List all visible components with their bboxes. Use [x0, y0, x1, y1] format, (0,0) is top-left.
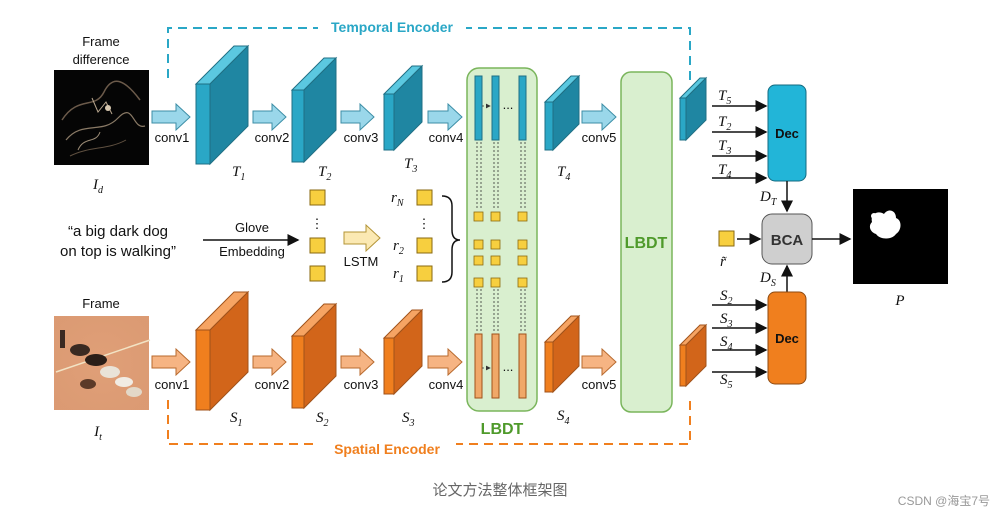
decoder-input-t5: T5	[718, 88, 731, 107]
temporal-block-t4	[543, 74, 581, 152]
decoder-input-s3: S3	[720, 311, 733, 330]
temporal-conv3-arrow	[340, 102, 375, 132]
spatial-conv1-arrow	[151, 347, 191, 377]
csdn-watermark: CSDN @海宝7号	[898, 493, 990, 508]
spatial-feature-s2: S2	[316, 410, 329, 429]
prediction-label: P	[894, 293, 904, 309]
temporal-conv3-label: conv3	[344, 130, 379, 145]
bca-label: BCA	[771, 232, 804, 249]
word-feature-rN: rN	[391, 190, 405, 209]
input-var-it: It	[93, 424, 102, 443]
decoder-input-s4: S4	[720, 334, 733, 353]
temporal-block-t2	[290, 56, 338, 164]
word-feature-global	[718, 230, 735, 247]
temporal-conv1-label: conv1	[155, 130, 190, 145]
temporal-feature-t1: T1	[232, 164, 245, 183]
lbdt-label-1: LBDT	[481, 421, 524, 438]
spatial-feature-s4: S4	[557, 408, 570, 427]
temporal-block-t5	[678, 76, 708, 142]
temporal-feature-t3: T3	[404, 156, 417, 175]
spatial-decoder-inputs	[712, 299, 768, 378]
spatial-conv3-label: conv3	[344, 377, 379, 392]
decoder-input-s2: S2	[720, 288, 733, 307]
decoder-input-t2: T2	[718, 114, 731, 133]
spatial-block-s3	[382, 308, 424, 396]
decoder-input-t4: T4	[718, 162, 731, 181]
temporal-decoder-label: Dec	[775, 126, 799, 141]
spatial-decoder	[767, 291, 807, 385]
temporal-feature-t4: T4	[557, 164, 570, 183]
spatial-conv5-label: conv5	[582, 377, 617, 392]
temporal-decoder-inputs	[712, 100, 768, 184]
frame-difference-image	[54, 70, 149, 165]
word-feature-r1: r1	[393, 266, 404, 285]
decoder-input-t3: T3	[718, 138, 731, 157]
svg-text:...: ...	[503, 97, 514, 112]
frame-difference-label-line2: difference	[73, 52, 130, 67]
spatial-block-s2	[290, 302, 338, 410]
temporal-conv1-arrow	[151, 102, 191, 132]
decoder-output-ds: DS	[759, 270, 776, 289]
svg-text:⋮: ⋮	[418, 216, 431, 231]
input-var-id: Id	[92, 177, 104, 196]
word-feature-column: ⋮	[416, 189, 433, 282]
spatial-feature-s1: S1	[230, 410, 243, 429]
temporal-conv2-label: conv2	[255, 130, 290, 145]
lbdt-module-1: ... ...	[466, 67, 538, 412]
spatial-conv1-label: conv1	[155, 377, 190, 392]
lbdt-label-2: LBDT	[625, 235, 668, 252]
svg-text:...: ...	[503, 359, 514, 374]
spatial-block-s5	[678, 323, 708, 388]
word-feature-r2: r2	[393, 238, 404, 257]
spatial-conv4-arrow	[427, 347, 463, 377]
lstm-label: LSTM	[344, 254, 379, 269]
temporal-feature-t2: T2	[318, 164, 331, 183]
spatial-decoder-label: Dec	[775, 331, 799, 346]
decoder-output-dt: DT	[759, 189, 778, 208]
spatial-conv2-label: conv2	[255, 377, 290, 392]
temporal-conv5-label: conv5	[582, 130, 617, 145]
spatial-encoder-title: Spatial Encoder	[334, 441, 440, 457]
temporal-block-t3	[382, 64, 424, 152]
sentence-feature-r-tilde: r̃	[720, 254, 727, 270]
prediction-mask	[853, 189, 948, 284]
svg-text:⋮: ⋮	[311, 216, 324, 231]
glove-label-line2: Embedding	[219, 244, 285, 259]
temporal-conv2-arrow	[252, 102, 287, 132]
temporal-encoder-title: Temporal Encoder	[331, 19, 453, 35]
spatial-feature-s3: S3	[402, 410, 415, 429]
spatial-conv5-arrow	[581, 347, 617, 377]
sentence-line2: on top is walking”	[60, 243, 176, 260]
frame-label: Frame	[82, 296, 120, 311]
spatial-encoder-outline	[167, 400, 691, 445]
temporal-conv4-label: conv4	[429, 130, 464, 145]
sentence-line1: “a big dark dog	[68, 223, 168, 240]
spatial-conv3-arrow	[340, 347, 375, 377]
decoder-input-s5: S5	[720, 372, 733, 391]
frame-difference-label-line1: Frame	[82, 34, 120, 49]
frame-image	[54, 316, 151, 410]
spatial-block-s4	[543, 314, 581, 394]
glove-label-line1: Glove	[235, 220, 269, 235]
word-embedding-column: ⋮	[309, 189, 326, 282]
temporal-block-t1	[194, 44, 250, 166]
word-feature-brace	[441, 195, 461, 283]
spatial-conv4-label: conv4	[429, 377, 464, 392]
temporal-conv4-arrow	[427, 102, 463, 132]
spatial-block-s1	[194, 290, 250, 412]
figure-caption: 论文方法整体框架图	[432, 482, 567, 499]
temporal-conv5-arrow	[581, 102, 617, 132]
lbdt-module-2	[620, 71, 673, 413]
lstm-arrow	[343, 223, 381, 253]
spatial-conv2-arrow	[252, 347, 287, 377]
